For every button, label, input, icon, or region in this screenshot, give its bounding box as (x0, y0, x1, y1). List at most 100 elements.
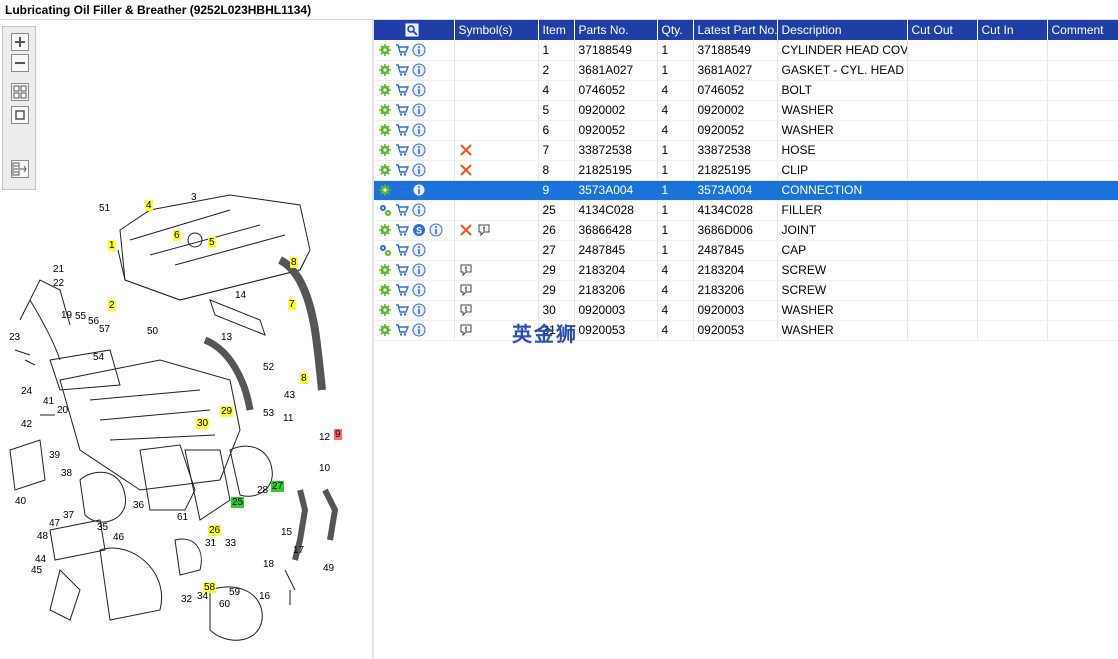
info-icon[interactable] (429, 223, 443, 237)
info-icon[interactable] (412, 183, 426, 197)
column-header-parts-no[interactable]: Parts No. (574, 20, 658, 40)
column-header-qty[interactable]: Qty. (657, 20, 694, 40)
cart-icon[interactable] (395, 263, 409, 277)
info-icon[interactable] (412, 263, 426, 277)
callout-7[interactable]: 7 (288, 299, 296, 310)
callout-label[interactable]: 43 (284, 390, 296, 401)
note-icon[interactable] (459, 263, 473, 277)
callout-label[interactable]: 38 (61, 468, 73, 479)
callout-label[interactable]: 49 (323, 563, 335, 574)
callout-58[interactable]: 58 (203, 582, 217, 593)
callout-label[interactable]: 61 (177, 512, 189, 523)
callout-label[interactable]: 60 (219, 599, 231, 610)
fit-page-button[interactable] (11, 83, 29, 101)
zoom-in-button[interactable] (11, 33, 29, 51)
callout-label[interactable]: 11 (283, 413, 294, 424)
info-icon[interactable] (412, 203, 426, 217)
cart-icon[interactable] (395, 163, 409, 177)
callout-8b[interactable]: 8 (300, 373, 308, 384)
column-header-comment[interactable]: Comment (1047, 20, 1118, 40)
row-actions[interactable] (374, 100, 455, 121)
row-actions[interactable] (374, 180, 455, 201)
callout-30[interactable]: 30 (196, 418, 210, 429)
configure-icon[interactable] (378, 123, 392, 137)
callout-label[interactable]: 52 (263, 362, 275, 373)
row-actions[interactable] (374, 200, 455, 221)
row-actions[interactable] (374, 120, 455, 141)
callout-29[interactable]: 29 (220, 406, 234, 417)
column-header-cut-out[interactable]: Cut Out (907, 20, 978, 40)
configure-icon[interactable] (378, 183, 392, 197)
row-actions[interactable] (374, 160, 455, 181)
actual-size-button[interactable] (11, 106, 29, 124)
callout-label[interactable]: 23 (9, 332, 21, 343)
info-icon[interactable] (412, 43, 426, 57)
row-actions[interactable] (374, 60, 455, 81)
callout-9[interactable]: 9 (334, 429, 342, 440)
callout-label[interactable]: 46 (113, 532, 125, 543)
callout-label[interactable]: 56 (88, 316, 100, 327)
configure-icon[interactable] (378, 43, 392, 57)
info-icon[interactable] (412, 323, 426, 337)
column-header-description[interactable]: Description (777, 20, 908, 40)
callout-label[interactable]: 13 (221, 332, 233, 343)
info-icon[interactable] (412, 303, 426, 317)
note-icon[interactable] (459, 303, 473, 317)
row-actions[interactable] (374, 240, 455, 261)
callout-8a[interactable]: 8 (290, 257, 298, 268)
callout-label[interactable]: 54 (93, 352, 105, 363)
callout-label[interactable]: 16 (259, 591, 271, 602)
cart-icon[interactable] (395, 43, 409, 57)
note-icon[interactable] (477, 223, 491, 237)
callout-label[interactable]: 41 (43, 396, 55, 407)
configure-icon[interactable] (378, 163, 392, 177)
column-header-cut-in[interactable]: Cut In (977, 20, 1048, 40)
configure-icon[interactable] (378, 63, 392, 77)
callout-label[interactable]: 10 (319, 463, 331, 474)
note-icon[interactable] (459, 323, 473, 337)
callout-label[interactable]: 31 (205, 538, 217, 549)
zoom-out-button[interactable] (11, 54, 29, 72)
pane-splitter[interactable] (372, 20, 374, 659)
cart-icon[interactable] (395, 83, 409, 97)
callout-label[interactable]: 55 (75, 311, 87, 322)
cart-icon[interactable] (395, 123, 409, 137)
info-icon[interactable] (412, 83, 426, 97)
callout-label[interactable]: 33 (225, 538, 237, 549)
callout-label[interactable]: 44 (35, 554, 47, 565)
row-actions[interactable] (374, 280, 455, 301)
callout-26[interactable]: 26 (208, 525, 222, 536)
callout-label[interactable]: 53 (263, 408, 275, 419)
row-actions[interactable] (374, 80, 455, 101)
export-button[interactable] (11, 160, 29, 178)
callout-label[interactable]: 48 (37, 531, 49, 542)
column-header-symbols[interactable]: Symbol(s) (454, 20, 539, 40)
callout-5[interactable]: 5 (208, 237, 216, 248)
configure-icon[interactable] (378, 143, 392, 157)
column-header-latest-part-no[interactable]: Latest Part No. (693, 20, 778, 40)
cart-icon[interactable] (395, 203, 409, 217)
info-icon[interactable] (412, 123, 426, 137)
callout-25[interactable]: 25 (231, 497, 245, 508)
row-actions[interactable] (374, 260, 455, 281)
row-actions[interactable] (374, 300, 455, 321)
configure-icon[interactable] (378, 223, 392, 237)
callout-label[interactable]: 57 (99, 324, 111, 335)
cart-icon[interactable] (395, 223, 409, 237)
supersession-icon[interactable]: S (412, 223, 426, 237)
search-icon[interactable] (405, 23, 419, 37)
note-icon[interactable] (459, 283, 473, 297)
info-icon[interactable] (412, 283, 426, 297)
callout-label[interactable]: 3 (191, 192, 197, 203)
configure-icon[interactable] (378, 263, 392, 277)
